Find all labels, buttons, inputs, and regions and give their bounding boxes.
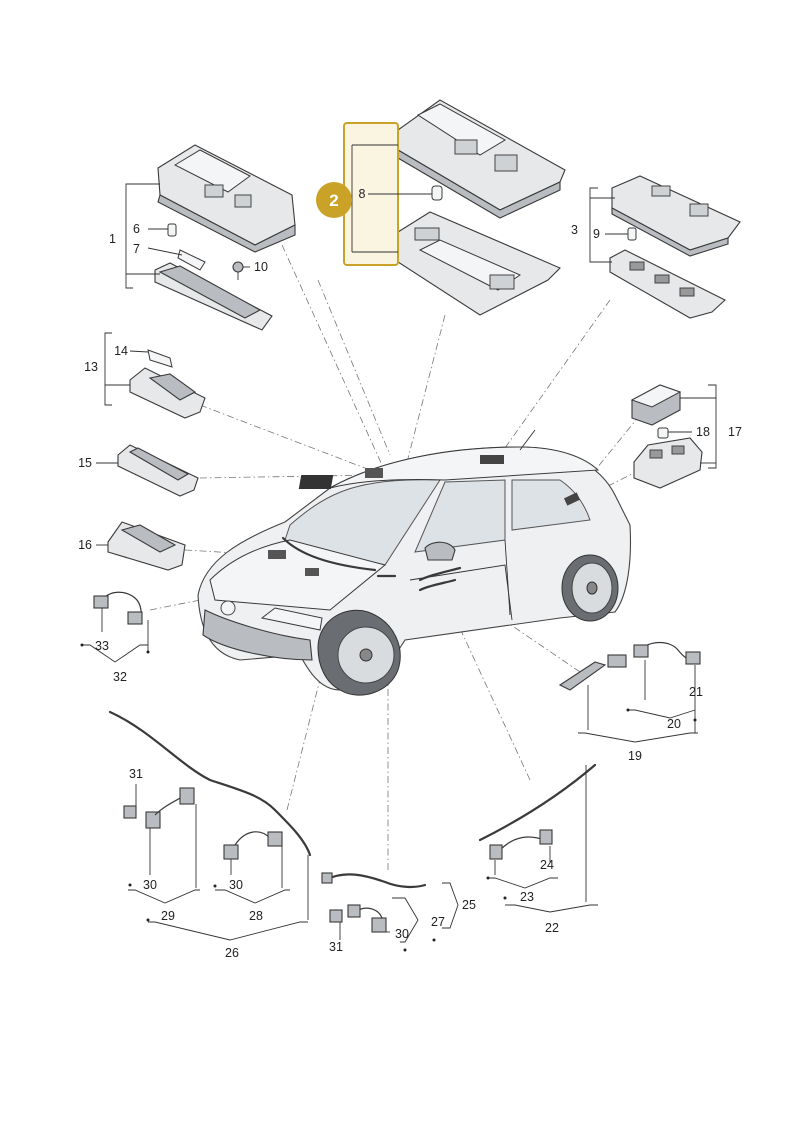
callout-numbers: 1 3 6 7 8 9 10 13 14 15 16 17 18 19 20 2…: [78, 187, 742, 960]
callout-16: 16: [78, 538, 92, 552]
wiring-harnesses: [93, 591, 701, 933]
callout-8: 8: [359, 187, 366, 201]
callout-leaders: [80, 183, 717, 952]
callout-30a: 30: [143, 878, 157, 892]
callout-10: 10: [254, 260, 268, 274]
callout-1: 1: [109, 232, 116, 246]
part-16-lamp: [107, 521, 186, 571]
callout-25: 25: [462, 898, 476, 912]
car-illustration: [197, 429, 632, 696]
callout-9: 9: [593, 227, 600, 241]
callout-31a: 31: [129, 767, 143, 781]
callout-21: 21: [689, 685, 703, 699]
callout-18: 18: [696, 425, 710, 439]
callout-6: 6: [133, 222, 140, 236]
callout-15: 15: [78, 456, 92, 470]
callout-26: 26: [225, 946, 239, 960]
callout-31b: 31: [329, 940, 343, 954]
callout-28: 28: [249, 909, 263, 923]
part-17-module: [630, 384, 703, 489]
part-15-lamp: [117, 444, 199, 497]
callout-30c: 30: [395, 927, 409, 941]
part-13-lamp: [129, 349, 206, 419]
callout-24: 24: [540, 858, 554, 872]
part-1-console: [154, 144, 296, 331]
part-3-console: [609, 175, 741, 319]
callout-23: 23: [520, 890, 534, 904]
callout-27: 27: [431, 915, 445, 929]
callout-3: 3: [571, 223, 578, 237]
callout-17: 17: [728, 425, 742, 439]
callout-32: 32: [113, 670, 127, 684]
callout-20: 20: [667, 717, 681, 731]
callout-14: 14: [114, 344, 128, 358]
part-2-assembly: 2: [316, 99, 566, 316]
callout-7: 7: [133, 242, 140, 256]
callout-19: 19: [628, 749, 642, 763]
highlight-badge: [316, 182, 352, 218]
callout-22: 22: [545, 921, 559, 935]
highlight-badge-label: 2: [329, 191, 338, 210]
callout-13: 13: [84, 360, 98, 374]
callout-30b: 30: [229, 878, 243, 892]
callout-33: 33: [95, 639, 109, 653]
callout-29: 29: [161, 909, 175, 923]
